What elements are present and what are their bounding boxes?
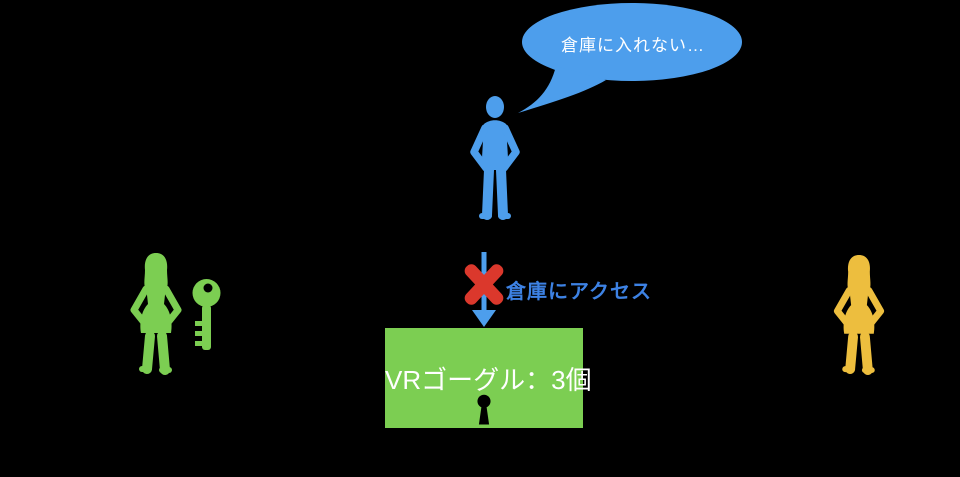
speech-bubble-text: 倉庫に入れない… <box>561 36 705 55</box>
warehouse-box: VRゴーグル：3個 <box>385 328 592 428</box>
x-mark-icon <box>458 258 510 310</box>
speech-bubble <box>518 3 742 113</box>
warehouse-label: VRゴーグル：3個 <box>385 365 592 395</box>
access-label: 倉庫にアクセス <box>506 281 652 303</box>
keyhole-icon <box>477 394 491 425</box>
woman-silhouette-green-icon <box>130 253 182 375</box>
woman-silhouette-yellow-icon <box>833 254 885 376</box>
key-icon <box>192 279 221 350</box>
man-silhouette-blue-icon <box>470 96 520 220</box>
